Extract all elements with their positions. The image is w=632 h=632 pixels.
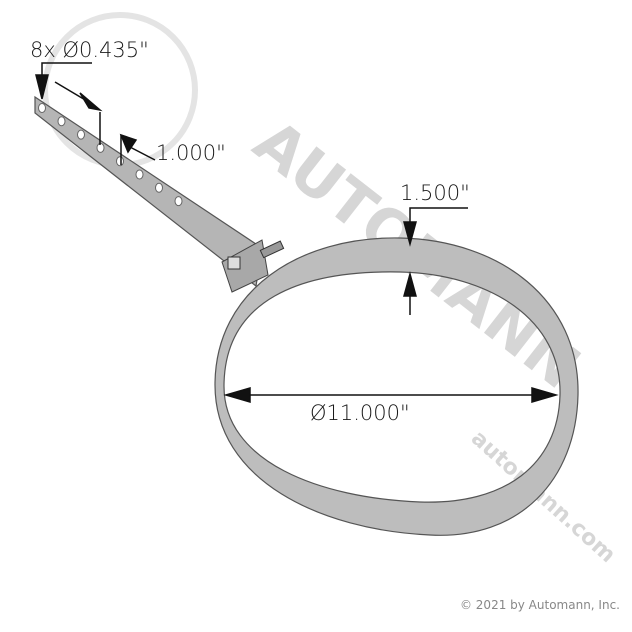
- band-width-label: 1.500": [400, 181, 470, 205]
- strap-hole: [77, 129, 85, 140]
- hole-spacing-label: 1.000": [156, 141, 226, 165]
- strap-hole: [116, 156, 124, 167]
- strap-hole: [57, 116, 66, 127]
- copyright-notice: © 2021 by Automann, Inc.: [459, 598, 620, 612]
- strap-hole: [155, 182, 163, 193]
- bolt-head: [227, 256, 241, 270]
- bolt-thread: [259, 240, 285, 259]
- strap-hole: [38, 103, 46, 113]
- strap-hole: [135, 169, 144, 180]
- mounting-strap: [34, 95, 285, 293]
- hole-spec-label: 8x Ø0.435": [30, 38, 149, 62]
- diameter-label: Ø11.000": [310, 401, 410, 425]
- dimension-lines: [35, 62, 559, 403]
- strap-hole: [174, 196, 183, 207]
- clamp-band: [214, 237, 579, 536]
